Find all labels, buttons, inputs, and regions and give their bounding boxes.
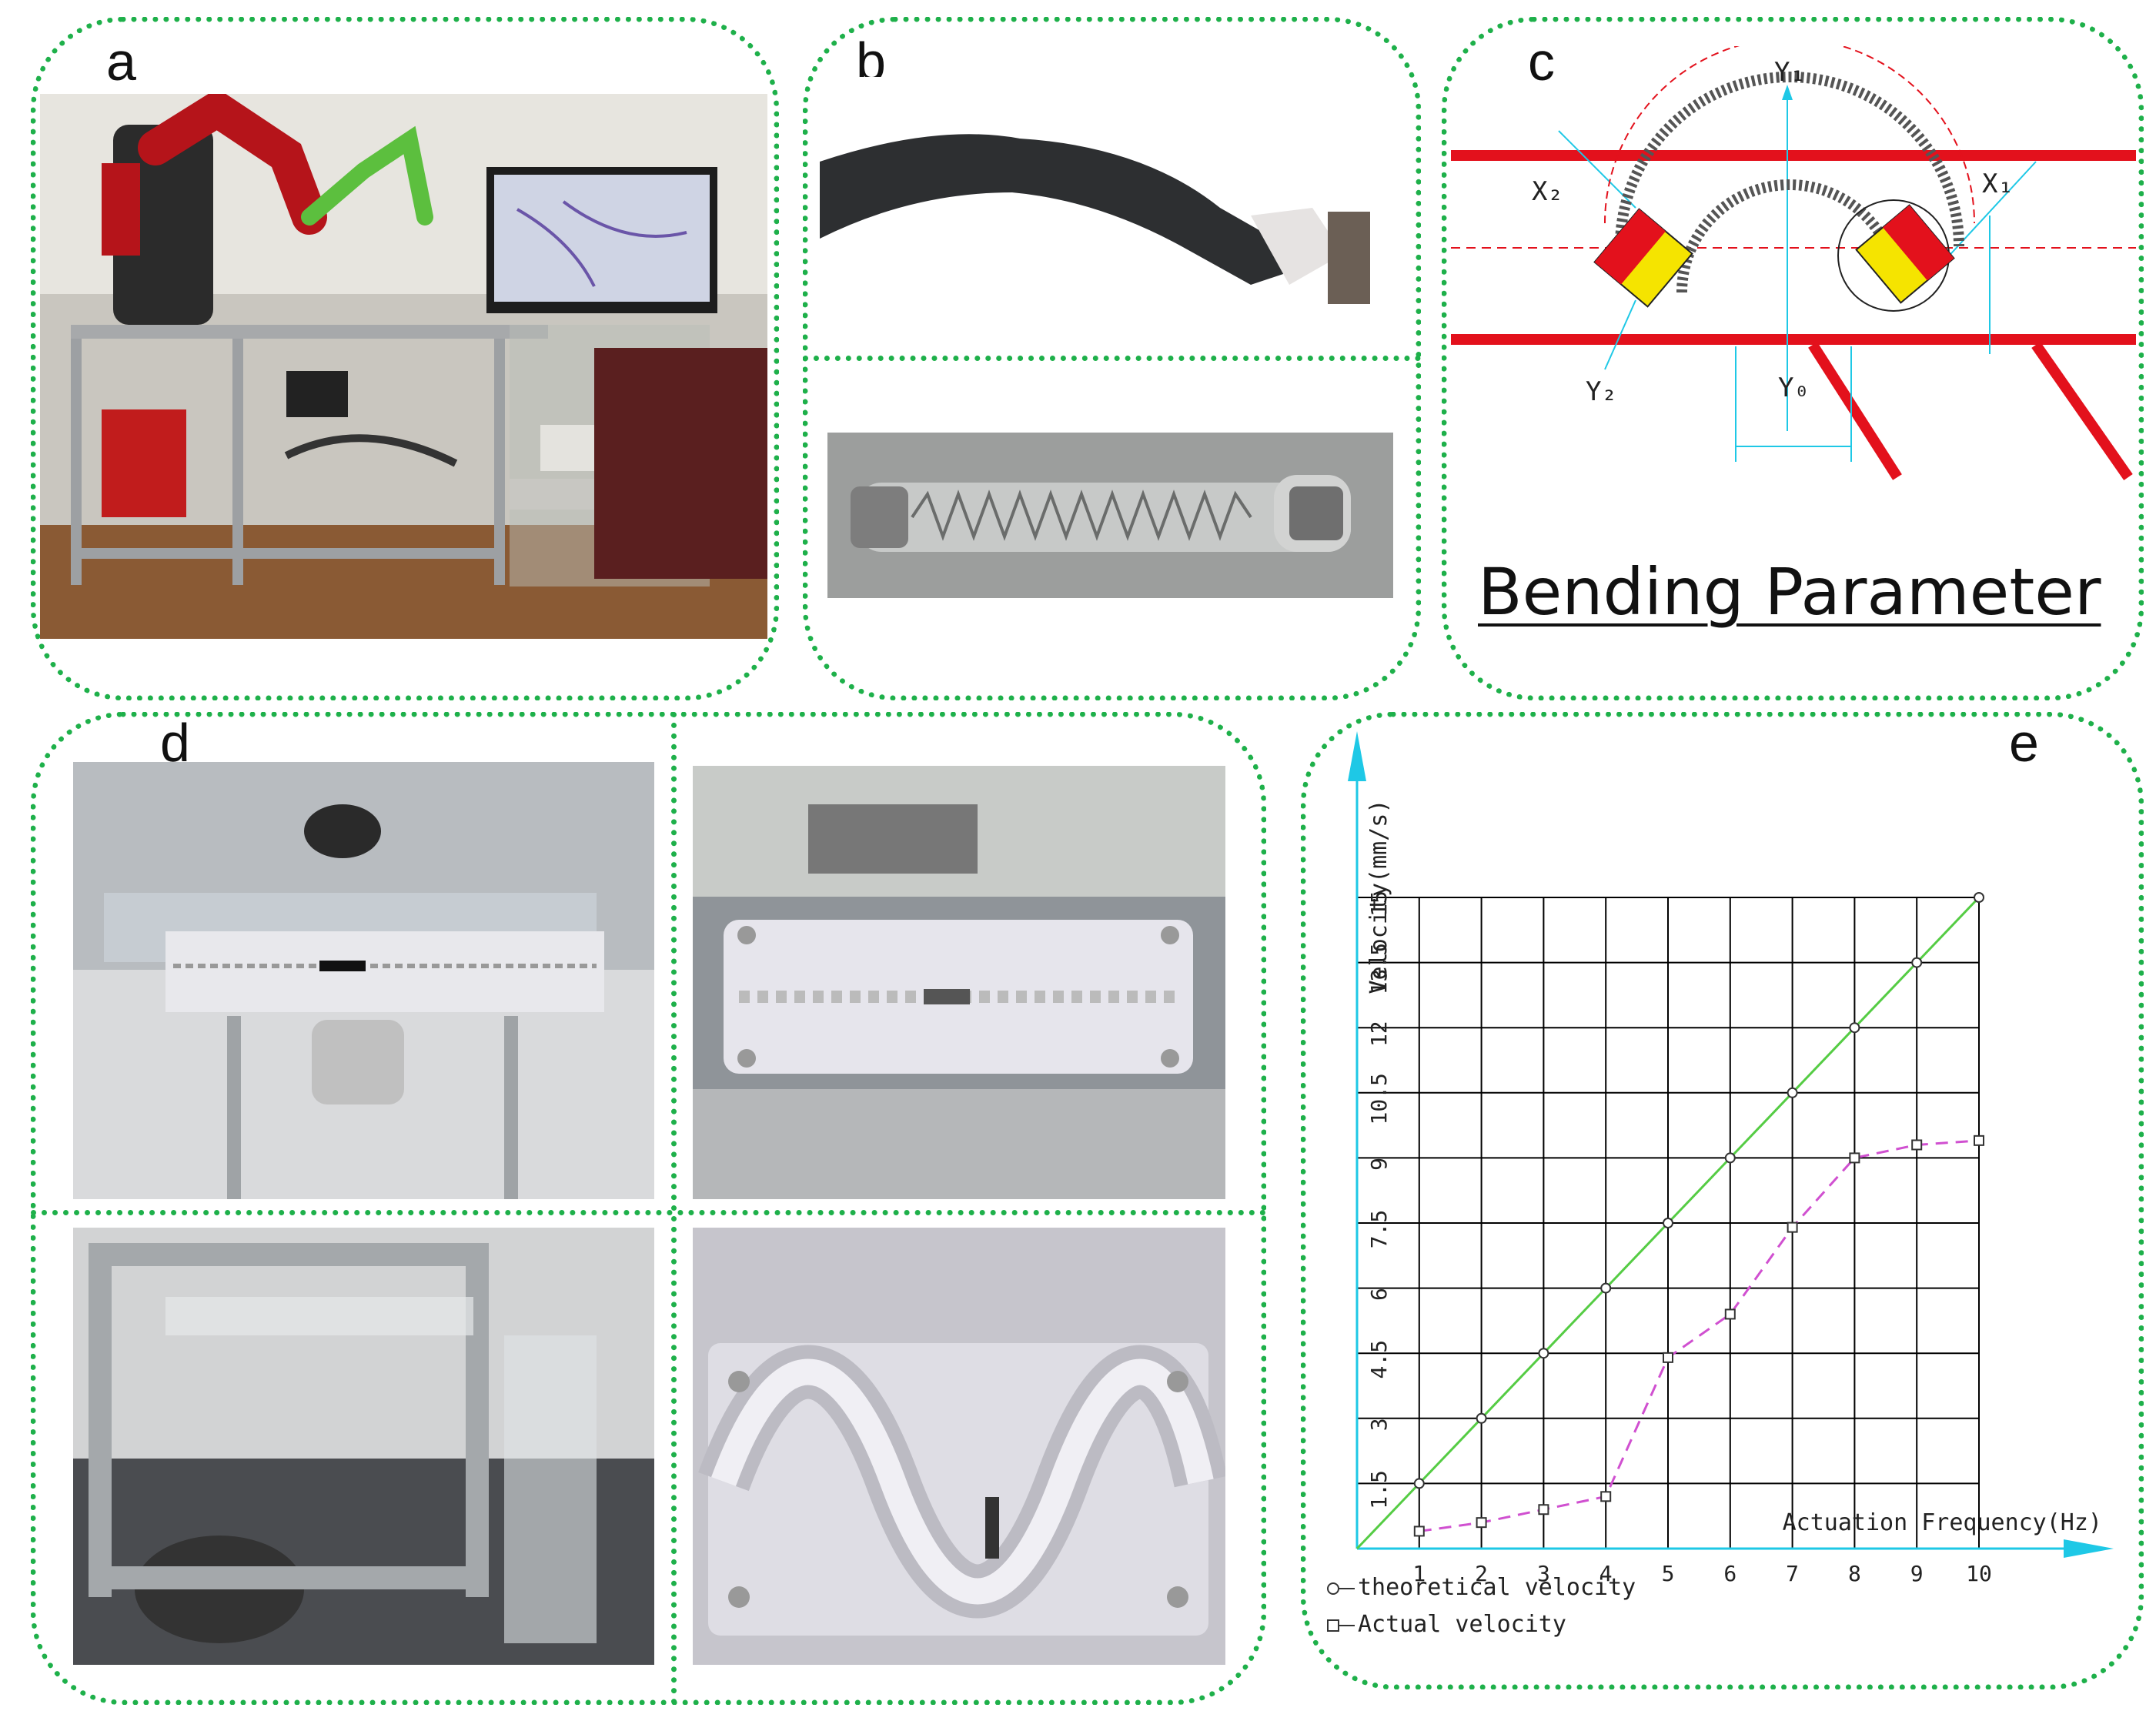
panel-a-label: a <box>106 32 136 92</box>
panel-b-divider <box>803 356 1421 361</box>
data-point-actual <box>1663 1352 1673 1363</box>
panel-e-label: e <box>2009 713 2039 773</box>
panel-d <box>31 712 1266 1705</box>
data-point-theoretical <box>1663 1218 1673 1228</box>
data-point-theoretical <box>1476 1412 1487 1424</box>
legend-marker-theoretical <box>1327 1582 1339 1595</box>
bending-parameter-title: Bending Parameter <box>1478 554 2101 630</box>
y-tick-label: 12 <box>1366 1021 1392 1047</box>
axis-label-y2: Y₂ <box>1586 376 1617 407</box>
data-point-actual <box>1413 1526 1425 1537</box>
x-tick-label: 5 <box>1662 1561 1675 1586</box>
x-tick-label: 3 <box>1537 1561 1550 1586</box>
data-point-actual <box>1724 1308 1736 1320</box>
legend-label: theoretical velocity <box>1358 1574 1636 1601</box>
x-tick-label: 2 <box>1475 1561 1488 1586</box>
y-tick-label: 9 <box>1366 1158 1392 1171</box>
axis-label-x1: X₁ <box>1982 169 2014 199</box>
y-axis-arrow <box>1348 731 1366 781</box>
data-point-theoretical <box>1413 1478 1425 1489</box>
y-tick-label: 10.5 <box>1366 1073 1392 1124</box>
x-axis-arrow <box>2064 1539 2114 1558</box>
data-point-theoretical <box>1538 1348 1549 1359</box>
data-point-actual <box>1600 1491 1612 1502</box>
x-tick-label: 8 <box>1848 1561 1861 1586</box>
x-tick-label: 6 <box>1723 1561 1736 1586</box>
data-point-actual <box>1476 1517 1487 1529</box>
axis-label-y1: Y₁ <box>1774 57 1806 88</box>
panel-c <box>1442 17 2144 700</box>
y-axis-label: Velocity(mm/s) <box>1365 800 1392 994</box>
data-point-actual <box>1849 1152 1860 1164</box>
axis-label-x2: X₂ <box>1532 176 1563 207</box>
x-tick-label: 1 <box>1412 1561 1426 1586</box>
data-point-actual <box>1787 1221 1798 1233</box>
axis-label-y0: Y₀ <box>1778 373 1810 403</box>
y-tick-label: 7.5 <box>1366 1210 1392 1249</box>
test-rig-photo-3 <box>73 1228 654 1665</box>
data-point-theoretical <box>1600 1282 1612 1294</box>
data-point-actual <box>1538 1504 1549 1515</box>
data-point-theoretical <box>1787 1087 1798 1098</box>
data-point-theoretical <box>1724 1152 1736 1164</box>
robot-setup-photo <box>40 94 767 639</box>
test-rig-photo-4 <box>693 1228 1225 1665</box>
panel-a <box>31 17 779 700</box>
x-tick-label: 10 <box>1966 1561 1992 1586</box>
soft-robot-tube-photo <box>827 433 1393 598</box>
panel-c-label: c <box>1528 32 1555 92</box>
bending-parameter-diagram: Y₁ X₂ Y₂ X₁ Y₀ <box>1451 46 2136 493</box>
data-point-theoretical <box>1849 1022 1860 1034</box>
panel-e <box>1301 712 2144 1689</box>
y-tick-label: 13.5 <box>1366 943 1392 994</box>
data-point-theoretical <box>1974 892 1984 903</box>
y-tick-label: 4.5 <box>1366 1340 1392 1379</box>
x-axis-label: Actuation Frequency(Hz) <box>1783 1509 2102 1536</box>
y-tick-label: 1.5 <box>1366 1470 1392 1509</box>
x-tick-label: 4 <box>1599 1561 1613 1586</box>
y-tick-label: 15 <box>1366 891 1392 917</box>
data-point-theoretical <box>1911 957 1923 968</box>
soft-robot-bent-photo <box>820 77 1370 304</box>
data-point-actual <box>1974 1135 1984 1146</box>
test-rig-photo-2 <box>693 766 1225 1199</box>
y-tick-label: 6 <box>1366 1288 1392 1301</box>
legend-label: Actual velocity <box>1358 1611 1566 1638</box>
data-point-actual <box>1911 1139 1923 1151</box>
x-tick-label: 9 <box>1910 1561 1924 1586</box>
panel-d-divider-horizontal <box>31 1210 1266 1215</box>
panel-d-divider-vertical <box>671 712 677 1705</box>
x-tick-label: 7 <box>1786 1561 1799 1586</box>
series-line-1 <box>1419 1139 1980 1532</box>
legend-marker-actual <box>1327 1619 1339 1632</box>
test-rig-photo-1 <box>73 762 654 1199</box>
y-tick-label: 3 <box>1366 1418 1392 1431</box>
